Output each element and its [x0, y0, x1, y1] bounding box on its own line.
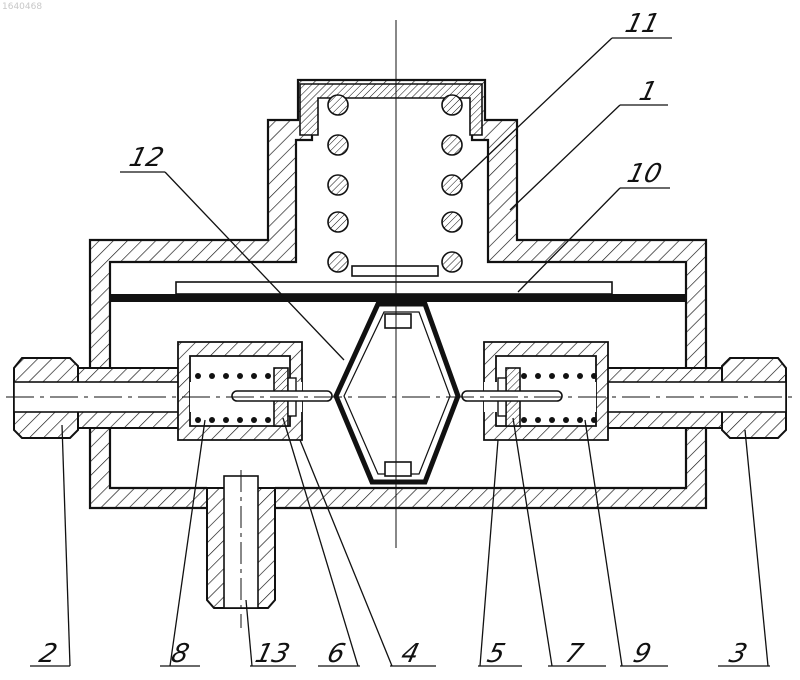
left-nozzle-2: [14, 358, 190, 438]
callout-1: 1: [636, 76, 660, 107]
callout-10: 10: [624, 158, 665, 189]
callout-8: 8: [168, 638, 192, 669]
callout-9: 9: [630, 638, 654, 669]
right-nozzle-3: [604, 358, 786, 438]
callout-13: 13: [252, 638, 293, 669]
callout-6: 6: [324, 638, 348, 669]
spring-seat: [352, 266, 438, 276]
diaphragm-10: [110, 282, 686, 302]
main-spring: [328, 95, 462, 272]
callout-11: 11: [622, 8, 663, 39]
rhombic-lever-12: [336, 304, 458, 482]
callout-7: 7: [562, 638, 586, 669]
callout-12: 12: [126, 142, 167, 173]
callout-3: 3: [726, 638, 750, 669]
callout-5: 5: [484, 638, 508, 669]
callout-4: 4: [398, 638, 422, 669]
callout-2: 2: [36, 638, 60, 669]
